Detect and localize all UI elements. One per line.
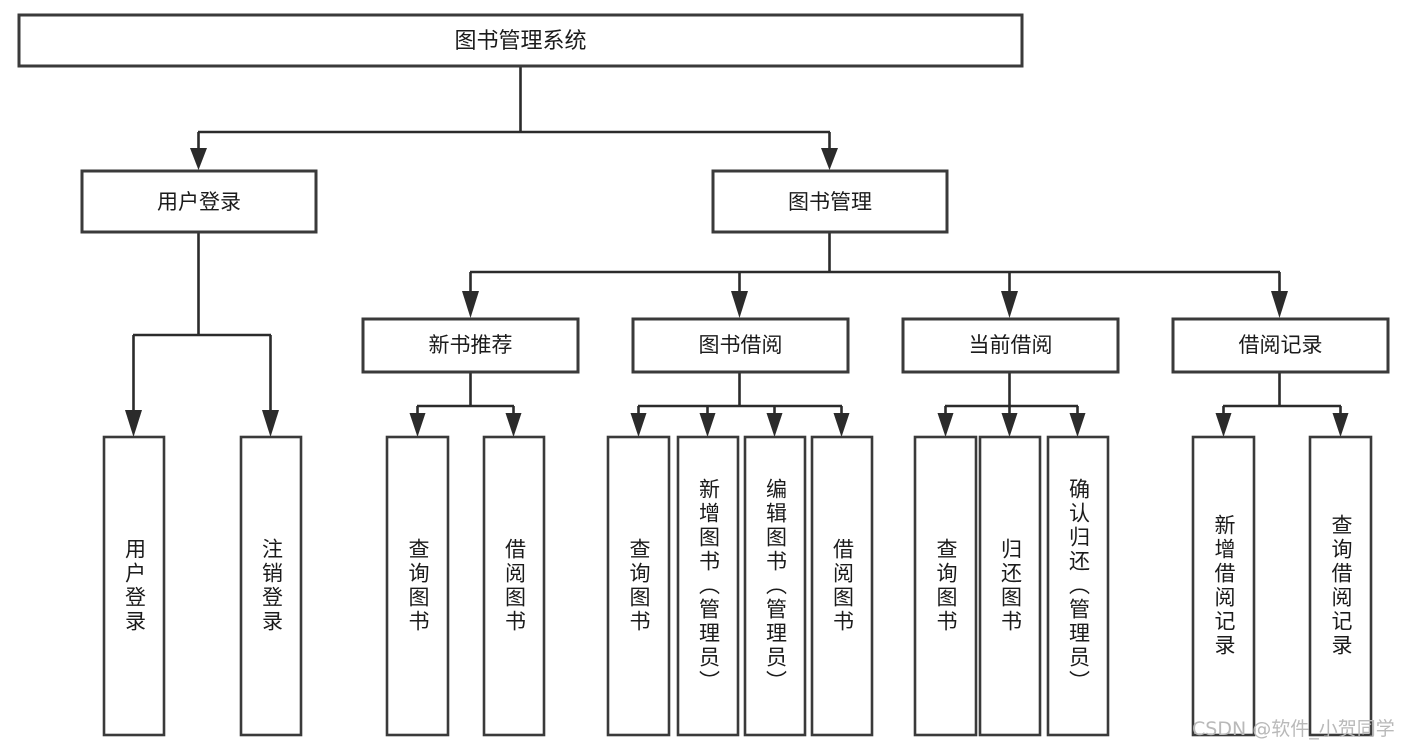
node-leaf-query-book-1[interactable] bbox=[385, 435, 450, 737]
node-root-label: 图书管理系统 bbox=[454, 29, 586, 54]
node-current-borrow[interactable] bbox=[901, 317, 1120, 374]
node-leaf-query-book-2[interactable] bbox=[606, 435, 671, 737]
arrowhead-book-management bbox=[821, 148, 838, 170]
node-leaf-borrow-book-2[interactable] bbox=[810, 435, 874, 737]
arrowhead-leaf-confirm-return bbox=[1069, 413, 1086, 437]
arrowhead-user-login bbox=[190, 148, 207, 170]
node-leaf-borrow-book-1[interactable] bbox=[482, 435, 546, 737]
node-leaf-query-record[interactable] bbox=[1308, 435, 1373, 737]
node-book-borrow-label: 图书借阅 bbox=[699, 333, 783, 357]
arrowhead-leaf-borrow-book-1 bbox=[505, 413, 522, 437]
node-new-book-recommend-label: 新书推荐 bbox=[429, 333, 513, 357]
node-new-book-recommend[interactable] bbox=[361, 317, 580, 374]
node-leaf-user-login[interactable] bbox=[102, 435, 166, 737]
arrowhead-leaf-edit-book bbox=[766, 413, 783, 437]
node-leaf-add-book[interactable] bbox=[676, 435, 740, 737]
node-root[interactable] bbox=[17, 13, 1024, 68]
node-leaf-edit-book[interactable] bbox=[743, 435, 807, 737]
arrowhead-leaf-query-book-1 bbox=[409, 413, 426, 437]
arrowhead-current-borrow bbox=[1001, 291, 1018, 318]
node-borrow-record-label: 借阅记录 bbox=[1239, 333, 1323, 357]
node-current-borrow-label: 当前借阅 bbox=[969, 333, 1053, 357]
node-book-management-label: 图书管理 bbox=[788, 190, 872, 214]
node-user-login[interactable] bbox=[80, 169, 318, 234]
node-borrow-record[interactable] bbox=[1171, 317, 1390, 374]
arrowhead-leaf-add-record bbox=[1215, 413, 1232, 437]
node-leaf-add-record[interactable] bbox=[1191, 435, 1256, 737]
arrowhead-leaf-user-login bbox=[125, 410, 142, 437]
node-leaf-logout[interactable] bbox=[239, 435, 303, 737]
connector-layer bbox=[125, 66, 1349, 437]
arrowhead-leaf-add-book bbox=[699, 413, 716, 437]
node-user-login-label: 用户登录 bbox=[157, 190, 241, 214]
arrowhead-borrow-record bbox=[1271, 291, 1288, 318]
node-leaf-query-book-3[interactable] bbox=[913, 435, 978, 737]
node-book-management[interactable] bbox=[711, 169, 949, 234]
arrowhead-leaf-query-book-2 bbox=[630, 413, 647, 437]
arrowhead-leaf-logout bbox=[262, 410, 279, 437]
arrowhead-book-borrow bbox=[731, 291, 748, 318]
node-layer: 图书管理系统 用户登录 图书管理 新书推荐 图书借阅 当前借阅 借阅记录 bbox=[17, 13, 1390, 737]
arrowhead-leaf-return-book bbox=[1001, 413, 1018, 437]
arrowhead-leaf-borrow-book-2 bbox=[833, 413, 850, 437]
csdn-watermark: CSDN @软件_小贺同学 bbox=[1192, 718, 1395, 740]
arrowhead-leaf-query-record bbox=[1332, 413, 1349, 437]
node-leaf-return-book[interactable] bbox=[978, 435, 1042, 737]
arrowhead-new-book-recommend bbox=[462, 291, 479, 318]
node-leaf-confirm-return[interactable] bbox=[1046, 435, 1110, 737]
arrowhead-leaf-query-book-3 bbox=[937, 413, 954, 437]
node-book-borrow[interactable] bbox=[631, 317, 850, 374]
